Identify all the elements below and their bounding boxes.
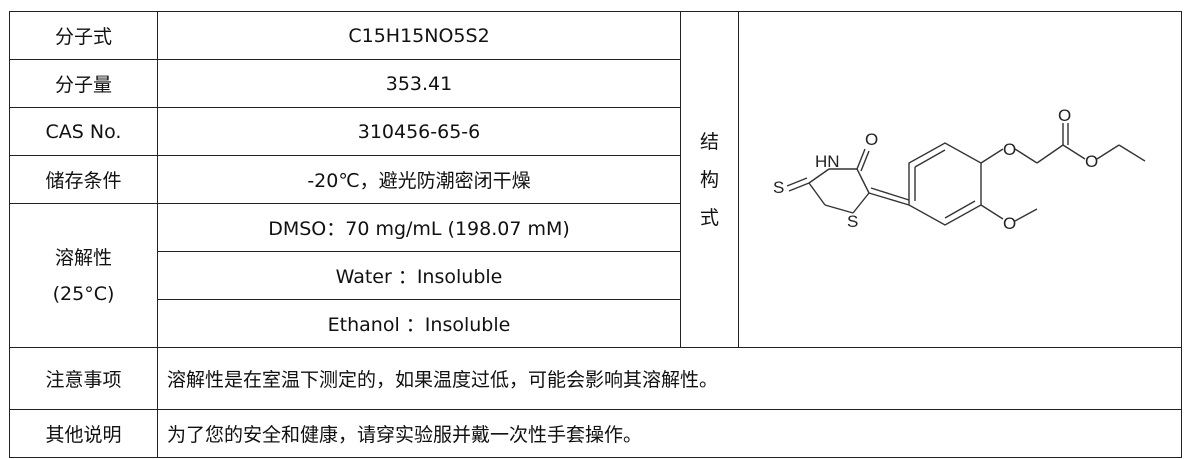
atom-label-o: O — [1003, 140, 1016, 159]
solubility-temp: (25°C) — [52, 282, 115, 305]
structure-label: 结 构 式 — [700, 123, 719, 237]
solubility-dmso: DMSO：70 mg/mL (198.07 mM) — [157, 203, 681, 252]
storage-label: 储存条件 — [9, 155, 158, 204]
cas-label: CAS No. — [9, 107, 158, 156]
row-solubility-dmso: 溶解性 (25°C) DMSO：70 mg/mL (198.07 mM) — [9, 203, 1182, 348]
chemical-structure-image: HN O S S O O O O — [773, 106, 1146, 233]
storage-value: -20℃，避光防潮密闭干燥 — [157, 155, 681, 204]
other-label: 其他说明 — [9, 409, 158, 458]
compound-spec-table: 分子式 C15H15NO5S2 结 构 式 — [9, 11, 1182, 458]
structure-label-cell: 结 构 式 — [680, 11, 739, 348]
weight-value: 353.41 — [157, 59, 681, 108]
other-text: 为了您的安全和健康，请穿实验服并戴一次性手套操作。 — [157, 409, 1182, 458]
solubility-water: Water ：Insoluble — [157, 251, 681, 300]
weight-label: 分子量 — [9, 59, 158, 108]
row-cas: CAS No. 310456-65-6 — [9, 107, 1182, 156]
formula-value: C15H15NO5S2 — [157, 11, 681, 60]
atom-label-o: O — [1085, 152, 1098, 171]
atom-label-hn: HN — [815, 152, 840, 171]
structure-label-char: 式 — [699, 206, 719, 229]
row-formula: 分子式 C15H15NO5S2 结 构 式 — [9, 11, 1182, 348]
atom-label-s: S — [773, 178, 784, 197]
atom-label-s: S — [847, 212, 858, 231]
structure-label-char: 结 — [699, 130, 719, 153]
notes-label: 注意事项 — [9, 347, 158, 410]
row-notes: 注意事项 溶解性是在室温下测定的，如果温度过低，可能会影响其溶解性。 — [9, 347, 1182, 410]
atom-label-o: O — [1003, 214, 1016, 233]
solubility-label: 溶解性 — [54, 246, 112, 269]
notes-text: 溶解性是在室温下测定的，如果温度过低，可能会影响其溶解性。 — [157, 347, 1182, 410]
solubility-label-cell: 溶解性 (25°C) — [9, 203, 158, 348]
formula-label: 分子式 — [9, 11, 158, 60]
structure-label-char: 构 — [699, 168, 719, 191]
solubility-ethanol: Ethanol ：Insoluble — [157, 299, 681, 348]
row-solubility-ethanol: Ethanol ：Insoluble — [10, 299, 1182, 348]
structure-image-cell: HN O S S O O O O — [738, 11, 1182, 348]
row-other: 其他说明 为了您的安全和健康，请穿实验服并戴一次性手套操作。 — [9, 409, 1182, 458]
atom-label-o: O — [865, 130, 878, 149]
atom-label-o: O — [1058, 106, 1071, 125]
cas-value: 310456-65-6 — [157, 107, 681, 156]
row-solubility-water: Water ：Insoluble — [10, 251, 1182, 300]
